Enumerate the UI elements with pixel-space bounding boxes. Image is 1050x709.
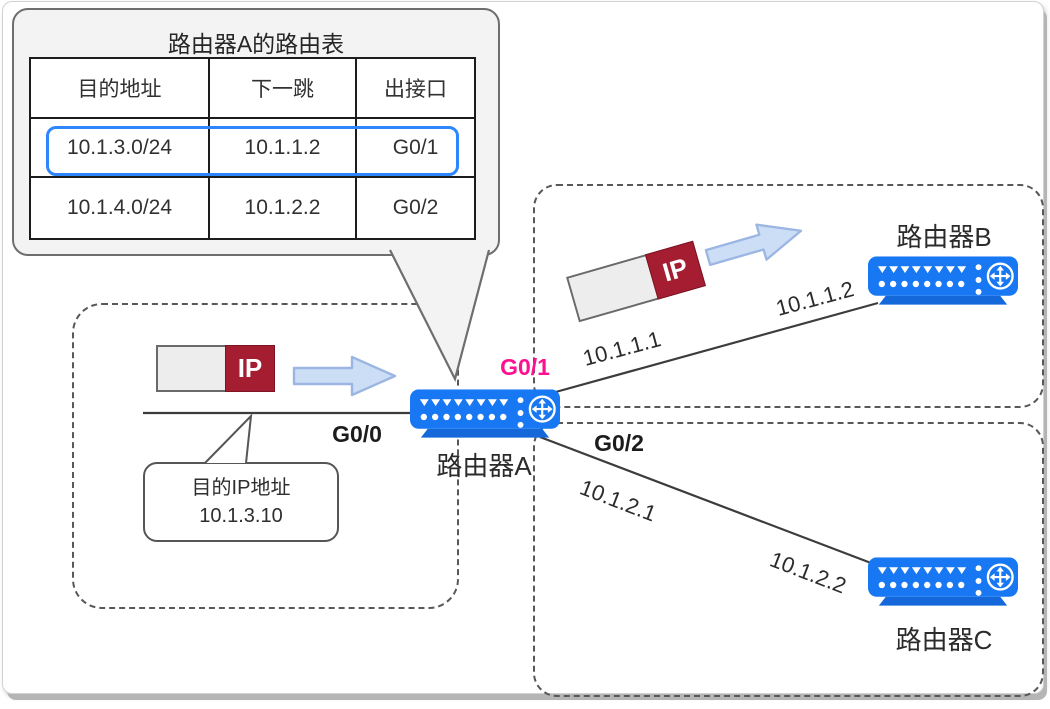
interface-g0-1-label: G0/1: [500, 354, 550, 380]
routing-table-cell: 10.1.3.0/24: [31, 119, 210, 178]
network-zone-bottom-right: [533, 422, 1044, 697]
dest-ip-callout: 目的IP地址 10.1.3.10: [143, 462, 339, 542]
flow-arrow-left: [292, 355, 397, 397]
router-c-label: 路由器C: [895, 625, 993, 655]
dest-ip-callout-line2: 10.1.3.10: [199, 505, 283, 527]
network-zone-top-right: [533, 184, 1044, 408]
routing-table-cell: G0/2: [392, 196, 439, 219]
routing-table-header-cell: 出接口: [357, 59, 474, 119]
routing-table-cell: G0/1: [357, 119, 474, 178]
routing-table-cell: 10.1.1.2: [210, 119, 357, 178]
ip-packet-left: IP: [156, 345, 275, 392]
network-zone-left: [72, 303, 459, 609]
ip-packet-payload: [158, 347, 225, 390]
routing-table-callout: 路由器A的路由表 目的地址 下一跳 出接口 10.1.3.0/24 10.1.1…: [12, 8, 500, 256]
routing-table: 目的地址 下一跳 出接口 10.1.3.0/24 10.1.1.2 G0/1 1…: [29, 57, 476, 240]
routing-table-header-cell: 下一跳: [210, 59, 357, 119]
routing-table-cell: 10.1.2.2: [210, 178, 357, 238]
router-b-icon: [868, 256, 1018, 306]
routing-table-title: 路由器A的路由表: [167, 31, 345, 57]
dest-ip-callout-line1: 目的IP地址: [191, 477, 291, 499]
router-a-icon: [410, 389, 560, 439]
ip-packet-header-label: IP: [225, 345, 275, 392]
interface-g0-0-label: G0/0: [332, 421, 382, 447]
router-b-label: 路由器B: [896, 222, 992, 252]
routing-table-cell: 10.1.4.0/24: [31, 178, 210, 238]
router-a-label: 路由器A: [436, 451, 532, 481]
router-c-icon: [868, 557, 1018, 607]
interface-g0-2-label: G0/2: [594, 430, 644, 456]
routing-table-header-cell: 目的地址: [31, 59, 210, 119]
